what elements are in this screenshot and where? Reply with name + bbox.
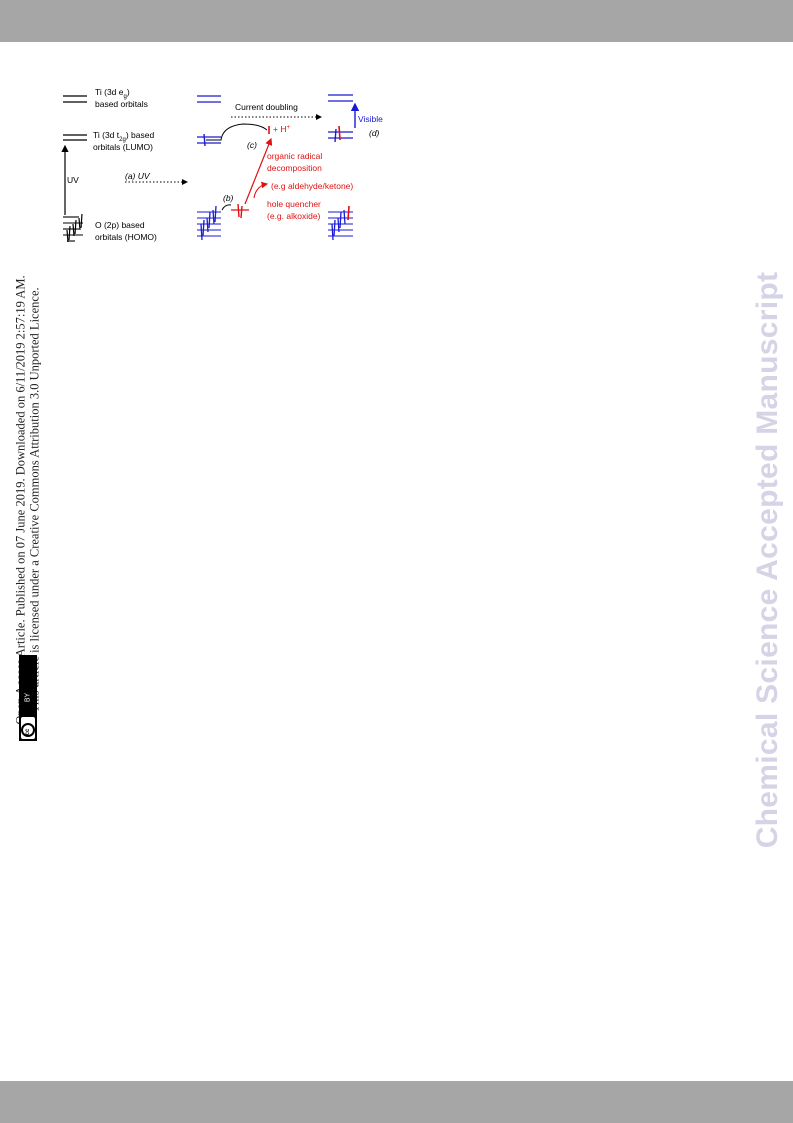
header-bar <box>0 0 793 42</box>
h-plus-label: + H+ <box>273 124 290 134</box>
orbital-energy-diagram: Ti (3d eg) based orbitals Ti (3d t2g) ba… <box>61 87 383 243</box>
cc-circle-label: cc <box>25 728 31 736</box>
o2p-label: O (2p) based <box>95 220 145 230</box>
curve-to-t2g <box>206 123 268 141</box>
hole-right <box>347 205 350 221</box>
cc-by-label: BY <box>24 692 32 703</box>
electron-right-red <box>338 125 341 141</box>
hole-spin-2 <box>240 205 243 219</box>
cc-circle-icon <box>21 723 35 737</box>
step-a-label: (a) UV <box>125 171 151 181</box>
footer-bar <box>0 1081 793 1123</box>
radical-label: organic radical <box>267 151 322 161</box>
electron-right-blue <box>334 128 337 143</box>
electron-spins-left <box>66 213 83 243</box>
t2g-label-line2: orbitals (LUMO) <box>93 142 153 152</box>
excited-electron-middle <box>203 133 206 147</box>
t2g-levels-middle <box>197 136 221 144</box>
licence-notice: This article is licensed under a Creativ… <box>27 287 42 713</box>
radical-arrow <box>244 137 273 205</box>
quencher-label: hole quencher <box>267 199 321 209</box>
hole-spin-1 <box>237 203 240 218</box>
aldehyde-label: (e.g aldehyde/ketone) <box>271 181 353 191</box>
eg-levels-right <box>328 94 353 102</box>
t2g-levels-left <box>63 134 87 141</box>
eg-label: Ti (3d eg) <box>95 87 130 100</box>
uv-label: UV <box>67 175 79 185</box>
step-d-label: (d) <box>369 128 380 138</box>
aldehyde-arrow <box>253 181 269 199</box>
electron-spins-middle <box>200 205 217 241</box>
step-c-label: (c) <box>247 140 257 150</box>
eg-levels-middle <box>197 95 221 103</box>
current-doubling-label: Current doubling <box>235 102 298 112</box>
quencher-label-line2: (e.g. alkoxide) <box>267 211 321 221</box>
step-b-curve <box>221 204 232 211</box>
creative-commons-by-icon: BY cc <box>19 655 37 741</box>
t2g-label: Ti (3d t2g) based <box>93 130 154 143</box>
eg-label-line2: based orbitals <box>95 99 148 109</box>
o2p-label-line2: orbitals (HOMO) <box>95 232 157 242</box>
electron-spins-right <box>331 209 346 241</box>
visible-label: Visible <box>358 114 383 124</box>
radical-label-line2: decomposition <box>267 163 322 173</box>
step-b-label: (b) <box>223 193 234 203</box>
eg-levels-left <box>63 95 87 103</box>
accepted-manuscript-watermark: Chemical Science Accepted Manuscript <box>751 271 784 849</box>
